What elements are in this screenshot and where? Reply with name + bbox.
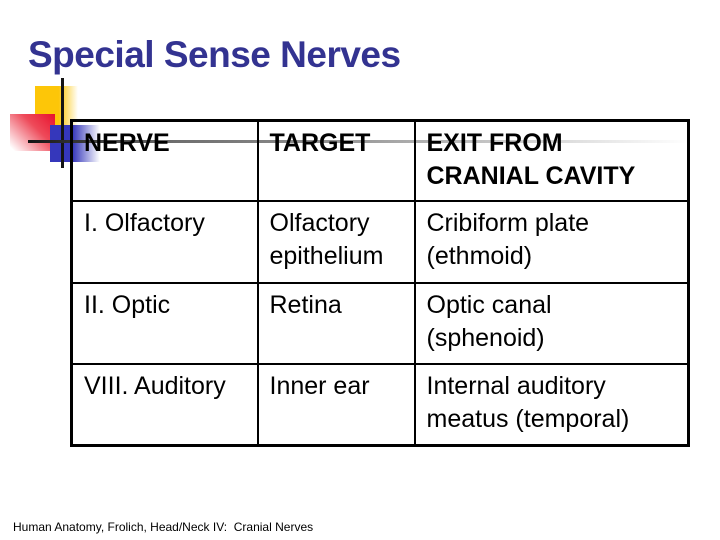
table-row: I. Olfactory Olfactory epithelium Cribif… [70, 199, 690, 284]
decor-vertical-crosshair-line [61, 78, 64, 168]
column-header-nerve: NERVE [70, 119, 259, 202]
cell-exit: Optic canal (sphenoid) [413, 281, 690, 365]
cell-exit: Cribiform plate (ethmoid) [413, 199, 690, 284]
cell-nerve: VIII. Auditory [70, 362, 259, 447]
table-row: II. Optic Retina Optic canal (sphenoid) [70, 281, 690, 365]
slide-footer-citation: Human Anatomy, Frolich, Head/Neck IV: Cr… [13, 520, 314, 534]
column-header-exit: EXIT FROM CRANIAL CAVITY [413, 119, 690, 202]
special-sense-nerves-table: NERVE TARGET EXIT FROM CRANIAL CAVITY I.… [70, 119, 690, 447]
cell-exit: Internal auditory meatus (temporal) [413, 362, 690, 447]
decor-red-gradient-square [10, 114, 55, 151]
cell-target: Inner ear [256, 362, 416, 447]
column-header-target: TARGET [256, 119, 416, 202]
cell-target: Retina [256, 281, 416, 365]
cell-nerve: I. Olfactory [70, 199, 259, 284]
cell-nerve: II. Optic [70, 281, 259, 365]
cell-target: Olfactory epithelium [256, 199, 416, 284]
slide-title: Special Sense Nerves [28, 34, 401, 75]
table-row: VIII. Auditory Inner ear Internal audito… [70, 362, 690, 447]
table-header-row: NERVE TARGET EXIT FROM CRANIAL CAVITY [70, 119, 690, 202]
